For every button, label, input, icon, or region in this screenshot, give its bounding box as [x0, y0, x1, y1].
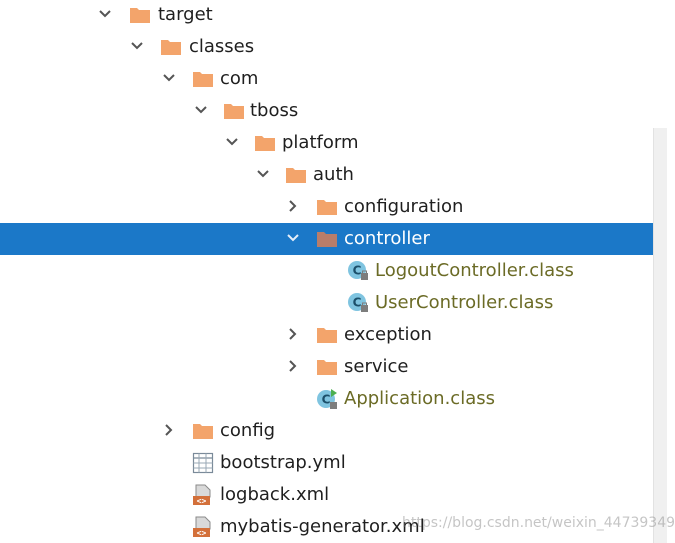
java-class-icon: C — [347, 292, 369, 314]
folder-icon — [129, 4, 151, 26]
chevron-right-icon[interactable] — [162, 423, 176, 437]
svg-text:<>: <> — [197, 529, 207, 538]
chevron-down-icon[interactable] — [194, 103, 208, 117]
chevron-down-icon[interactable] — [286, 231, 300, 245]
folder-icon — [316, 356, 338, 378]
folder-icon — [316, 324, 338, 346]
tree-item-label: target — [158, 4, 213, 25]
chevron-down-icon[interactable] — [98, 7, 112, 21]
tree-item-label: platform — [282, 132, 359, 153]
tree-item-label: tboss — [250, 100, 299, 121]
tree-item-label: bootstrap.yml — [220, 452, 346, 473]
chevron-right-icon[interactable] — [286, 327, 300, 341]
tree-item-logout-controller[interactable]: C LogoutController.class — [0, 255, 666, 287]
tree-item-com[interactable]: com — [0, 63, 666, 95]
tree-item-label: mybatis-generator.xml — [220, 516, 425, 537]
tree-item-logback[interactable]: <> logback.xml — [0, 479, 666, 511]
tree-item-bootstrap[interactable]: bootstrap.yml — [0, 447, 666, 479]
tree-item-label: Application.class — [344, 388, 495, 409]
java-class-icon: C — [347, 260, 369, 282]
tree-item-label: UserController.class — [375, 292, 554, 313]
xml-file-icon: <> — [192, 484, 214, 506]
yml-file-icon — [192, 452, 214, 474]
tree-item-label: exception — [344, 324, 432, 345]
tree-item-label: logback.xml — [220, 484, 330, 505]
svg-text:C: C — [353, 296, 362, 310]
chevron-down-icon[interactable] — [225, 135, 239, 149]
folder-icon — [192, 68, 214, 90]
tree-item-label: LogoutController.class — [375, 260, 574, 281]
tree-item-configuration[interactable]: configuration — [0, 191, 666, 223]
folder-icon — [160, 36, 182, 58]
tree-item-label: auth — [313, 164, 354, 185]
tree-item-label: config — [220, 420, 276, 441]
tree-item-label: service — [344, 356, 409, 377]
tree-item-mybatis-generator[interactable]: <> mybatis-generator.xml — [0, 511, 666, 543]
chevron-right-icon[interactable] — [286, 199, 300, 213]
tree-item-target[interactable]: target — [0, 0, 666, 31]
svg-text:C: C — [353, 264, 362, 278]
tree-item-controller[interactable]: controller — [0, 223, 666, 255]
chevron-right-icon[interactable] — [286, 359, 300, 373]
tree-item-label: controller — [344, 228, 430, 249]
xml-file-icon: <> — [192, 516, 214, 538]
folder-icon — [254, 132, 276, 154]
tree-item-label: com — [220, 68, 259, 89]
folder-icon — [223, 100, 245, 122]
chevron-down-icon[interactable] — [130, 39, 144, 53]
chevron-down-icon[interactable] — [256, 167, 270, 181]
svg-text:<>: <> — [197, 497, 207, 506]
tree-item-label: configuration — [344, 196, 464, 217]
tree-item-application[interactable]: C Application.class — [0, 383, 666, 415]
vertical-scrollbar[interactable] — [653, 128, 667, 543]
tree-item-platform[interactable]: platform — [0, 127, 666, 159]
tree-item-label: classes — [189, 36, 255, 57]
folder-icon — [192, 420, 214, 442]
folder-icon — [316, 196, 338, 218]
tree-item-classes[interactable]: classes — [0, 31, 666, 63]
chevron-down-icon[interactable] — [162, 71, 176, 85]
tree-item-user-controller[interactable]: C UserController.class — [0, 287, 666, 319]
tree-item-exception[interactable]: exception — [0, 319, 666, 351]
svg-text:C: C — [322, 393, 331, 407]
tree-item-auth[interactable]: auth — [0, 159, 666, 191]
tree-item-config[interactable]: config — [0, 415, 666, 447]
main-class-icon: C — [316, 388, 338, 410]
folder-icon — [285, 164, 307, 186]
tree-item-service[interactable]: service — [0, 351, 666, 383]
tree-item-tboss[interactable]: tboss — [0, 95, 666, 127]
folder-icon — [316, 228, 338, 250]
